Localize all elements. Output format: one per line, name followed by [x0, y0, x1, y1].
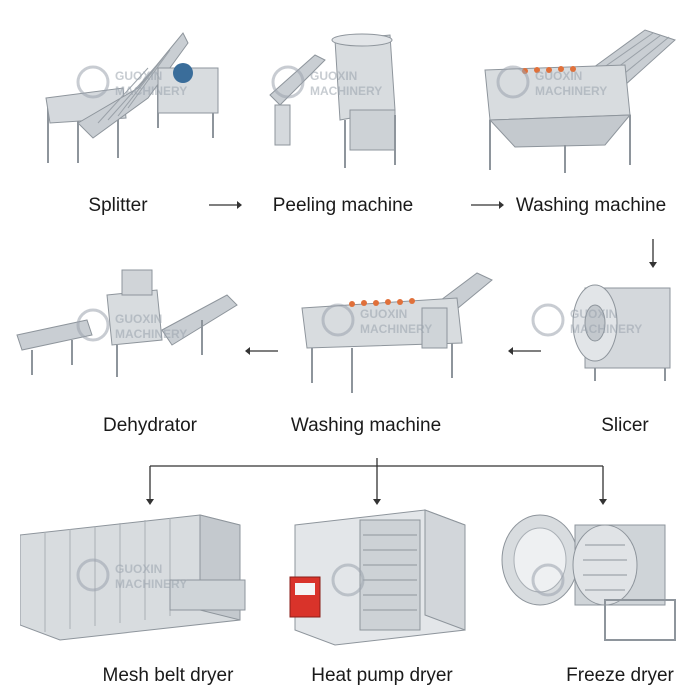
svg-text:MACHINERY: MACHINERY	[535, 84, 607, 98]
watermark-4: GUOXIN MACHINERY	[75, 305, 235, 345]
arrow-right-2	[470, 199, 504, 211]
svg-text:GUOXIN: GUOXIN	[570, 307, 617, 321]
svg-text:GUOXIN: GUOXIN	[535, 69, 582, 83]
watermark-8	[330, 560, 390, 600]
arrow-right-1	[208, 199, 242, 211]
step-label-dehydrator: Dehydrator	[103, 415, 197, 436]
peeling-machine-image	[265, 30, 415, 170]
svg-text:GUOXIN: GUOXIN	[360, 307, 407, 321]
svg-text:GUOXIN: GUOXIN	[310, 69, 357, 83]
splitter-machine-image	[38, 28, 228, 168]
svg-text:GUOXIN: GUOXIN	[115, 312, 162, 326]
mesh-belt-dryer-image	[20, 510, 250, 645]
arrow-left-1	[245, 345, 279, 357]
svg-text:MACHINERY: MACHINERY	[115, 577, 187, 591]
svg-text:MACHINERY: MACHINERY	[115, 84, 187, 98]
slicer-image	[565, 278, 675, 383]
step-label-slicer: Slicer	[601, 415, 649, 436]
step-label-washing-2: Washing machine	[290, 415, 442, 436]
watermark-2: GUOXIN MACHINERY	[270, 62, 430, 102]
washing-machine-1-image	[475, 25, 695, 175]
step-label-heat-pump-dryer: Heat pump dryer	[311, 665, 453, 686]
dehydrator-image	[12, 265, 242, 380]
step-label-freeze-dryer: Freeze dryer	[566, 665, 674, 686]
watermark-1: GUOXIN MACHINERY	[75, 62, 235, 102]
branch-connector	[140, 458, 620, 506]
watermark-9	[530, 560, 590, 600]
watermark-6: GUOXIN MACHINERY	[530, 300, 695, 340]
svg-text:MACHINERY: MACHINERY	[310, 84, 382, 98]
svg-text:GUOXIN: GUOXIN	[115, 562, 162, 576]
svg-text:MACHINERY: MACHINERY	[115, 327, 187, 341]
watermark-7: GUOXIN MACHINERY	[75, 555, 235, 595]
heat-pump-dryer-image	[285, 505, 470, 650]
step-label-splitter: Splitter	[88, 195, 148, 216]
arrow-left-2	[508, 345, 542, 357]
step-label-mesh-belt-dryer: Mesh belt dryer	[102, 665, 234, 686]
watermark-3: GUOXIN MACHINERY	[495, 62, 655, 102]
svg-text:MACHINERY: MACHINERY	[570, 322, 642, 336]
step-label-peeling: Peeling machine	[272, 195, 414, 216]
svg-text:GUOXIN: GUOXIN	[115, 69, 162, 83]
watermark-5: GUOXIN MACHINERY	[320, 300, 480, 340]
arrow-down	[647, 238, 659, 268]
step-label-washing-1: Washing machine	[515, 195, 667, 216]
svg-text:MACHINERY: MACHINERY	[360, 322, 432, 336]
freeze-dryer-image	[495, 505, 690, 645]
